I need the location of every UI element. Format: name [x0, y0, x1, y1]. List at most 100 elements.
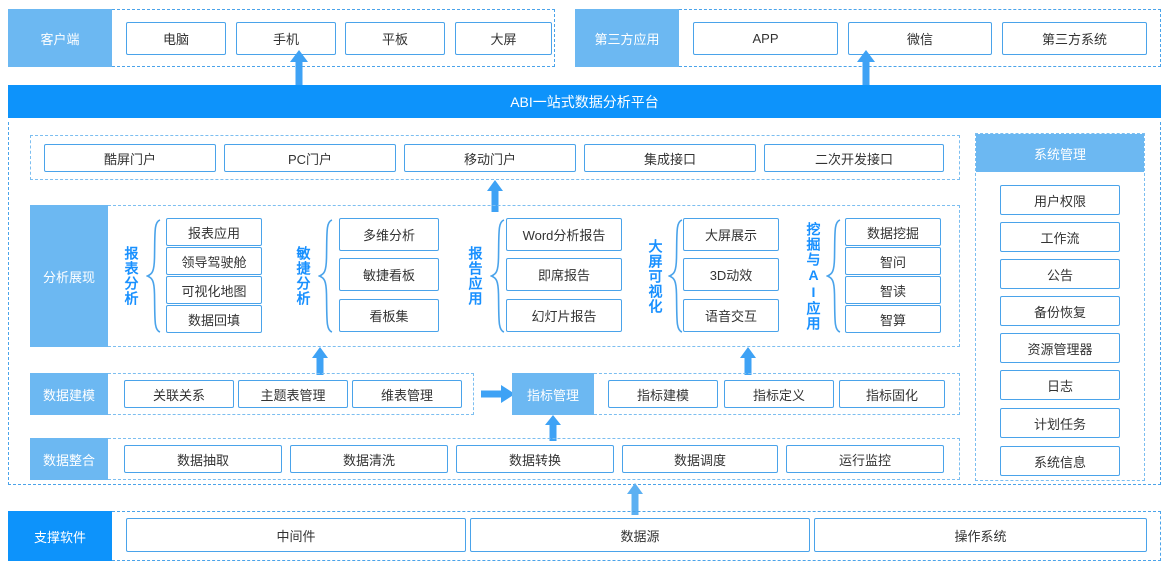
analysis-group-0-item-2[interactable]: 可视化地图: [166, 276, 262, 304]
client-item-0[interactable]: 电脑: [126, 22, 226, 55]
modeling-item-0[interactable]: 关联关系: [124, 380, 234, 408]
system-management-item-2[interactable]: 公告: [1000, 259, 1120, 289]
metric-management-container: [594, 373, 960, 415]
portal-item-2[interactable]: 移动门户: [404, 144, 576, 172]
metric-item-1[interactable]: 指标定义: [724, 380, 834, 408]
analysis-group-1-item-2-label: 看板集: [369, 309, 409, 324]
metric-item-0[interactable]: 指标建模: [608, 380, 718, 408]
third-party-item-0[interactable]: APP: [693, 22, 838, 55]
analysis-group-1-item-1-label: 敏捷看板: [362, 268, 415, 283]
client-item-3[interactable]: 大屏: [455, 22, 552, 55]
third-party-item-2[interactable]: 第三方系统: [1002, 22, 1147, 55]
portal-item-3-label: 集成接口: [643, 151, 696, 167]
portal-item-1[interactable]: PC门户: [224, 144, 396, 172]
analysis-group-4-item-0-label: 数据挖掘: [866, 225, 919, 241]
support-row-label: 支撑软件: [8, 511, 112, 561]
analysis-group-0-label-text: 报表分析: [123, 246, 140, 306]
system-management-item-6[interactable]: 计划任务: [1000, 408, 1120, 438]
analysis-group-3-item-1[interactable]: 3D动效: [683, 258, 779, 291]
integration-item-4-label: 运行监控: [838, 452, 891, 468]
analysis-group-0-label: 报表分析: [122, 222, 140, 330]
integration-layer-container: [108, 438, 960, 480]
modeling-item-0-label: 关联关系: [152, 387, 205, 403]
support-item-0-label: 中间件: [276, 528, 316, 544]
platform-banner: ABI一站式数据分析平台: [8, 85, 1161, 118]
analysis-group-0-brace: [146, 219, 161, 333]
arrow-up-to-portal: [487, 180, 503, 212]
system-management-item-4[interactable]: 资源管理器: [1000, 333, 1120, 363]
portal-item-2-label: 移动门户: [463, 151, 516, 167]
client-item-1[interactable]: 手机: [236, 22, 336, 55]
analysis-group-3-item-2[interactable]: 语音交互: [683, 299, 779, 332]
analysis-group-4-item-2[interactable]: 智读: [845, 276, 941, 304]
third-party-row-label-text: 第三方应用: [594, 31, 660, 47]
analysis-layer-label-text: 分析展现: [42, 269, 95, 285]
system-management-item-3[interactable]: 备份恢复: [1000, 296, 1120, 326]
third-party-item-2-label: 第三方系统: [1041, 32, 1107, 47]
analysis-group-4-item-1[interactable]: 智问: [845, 247, 941, 275]
support-item-2[interactable]: 操作系统: [814, 518, 1147, 552]
metric-management-label: 指标管理: [512, 373, 594, 415]
analysis-group-0-item-1[interactable]: 领导驾驶舱: [166, 247, 262, 275]
portal-item-4[interactable]: 二次开发接口: [764, 144, 944, 172]
integration-item-3[interactable]: 数据调度: [622, 445, 778, 473]
analysis-group-0-item-0-label: 报表应用: [187, 225, 240, 241]
system-management-item-5[interactable]: 日志: [1000, 370, 1120, 400]
analysis-group-0-item-1-label: 领导驾驶舱: [181, 254, 247, 270]
analysis-group-0-item-3[interactable]: 数据回填: [166, 305, 262, 333]
integration-item-0[interactable]: 数据抽取: [124, 445, 282, 473]
analysis-group-2-item-1[interactable]: 即席报告: [506, 258, 622, 291]
modeling-item-2[interactable]: 维表管理: [352, 380, 462, 408]
modeling-item-1[interactable]: 主题表管理: [238, 380, 348, 408]
analysis-group-1-item-0-label: 多维分析: [362, 228, 415, 243]
integration-item-1[interactable]: 数据清洗: [290, 445, 448, 473]
integration-layer-label-text: 数据整合: [42, 452, 95, 468]
analysis-group-0-item-0[interactable]: 报表应用: [166, 218, 262, 246]
system-management-item-3-label: 备份恢复: [1033, 304, 1086, 320]
analysis-group-4-item-0[interactable]: 数据挖掘: [845, 218, 941, 246]
client-item-3-label: 大屏: [490, 32, 517, 47]
support-item-0[interactable]: 中间件: [126, 518, 466, 552]
platform-body-container: [8, 122, 1161, 485]
system-management-item-2-label: 公告: [1046, 267, 1073, 283]
analysis-group-1-item-1[interactable]: 敏捷看板: [339, 258, 439, 291]
support-item-1[interactable]: 数据源: [470, 518, 810, 552]
support-row-label-text: 支撑软件: [33, 529, 86, 545]
portal-item-0[interactable]: 酷屏门户: [44, 144, 216, 172]
analysis-group-3-item-2-label: 语音交互: [704, 309, 757, 324]
system-management-item-7[interactable]: 系统信息: [1000, 446, 1120, 476]
analysis-group-1-item-0[interactable]: 多维分析: [339, 218, 439, 251]
integration-item-0-label: 数据抽取: [176, 452, 229, 468]
modeling-item-2-label: 维表管理: [380, 387, 433, 403]
system-management-item-6-label: 计划任务: [1033, 416, 1086, 432]
analysis-group-1-label: 敏捷分析: [294, 226, 312, 326]
client-row-label-text: 客户端: [40, 31, 80, 47]
analysis-group-4-item-3[interactable]: 智算: [845, 305, 941, 333]
system-management-item-1[interactable]: 工作流: [1000, 222, 1120, 252]
third-party-item-1[interactable]: 微信: [848, 22, 992, 55]
portal-item-4-label: 二次开发接口: [814, 151, 893, 167]
analysis-group-3-item-0[interactable]: 大屏展示: [683, 218, 779, 251]
system-management-item-0[interactable]: 用户权限: [1000, 185, 1120, 215]
integration-item-2[interactable]: 数据转换: [456, 445, 614, 473]
analysis-group-2-label: 报告应用: [466, 226, 484, 326]
integration-item-4[interactable]: 运行监控: [786, 445, 944, 473]
arrow-up-to-metric: [545, 415, 561, 441]
portal-item-3[interactable]: 集成接口: [584, 144, 756, 172]
analysis-group-3-label-text: 大屏可视化: [647, 238, 664, 314]
third-party-item-1-label: 微信: [906, 32, 933, 47]
arrow-right-to-metric: [481, 385, 515, 403]
client-item-0-label: 电脑: [162, 32, 189, 47]
metric-item-2[interactable]: 指标固化: [839, 380, 945, 408]
system-management-item-5-label: 日志: [1046, 378, 1073, 394]
analysis-group-3-brace: [668, 219, 683, 333]
support-row-container: [112, 511, 1161, 561]
analysis-group-1-item-2[interactable]: 看板集: [339, 299, 439, 332]
client-item-2[interactable]: 平板: [345, 22, 445, 55]
analysis-group-2-item-0[interactable]: Word分析报告: [506, 218, 622, 251]
metric-item-1-label: 指标定义: [752, 387, 805, 403]
analysis-group-2-item-2[interactable]: 幻灯片报告: [506, 299, 622, 332]
integration-layer-label: 数据整合: [30, 438, 108, 480]
third-party-row-container: [679, 9, 1161, 67]
system-management-item-7-label: 系统信息: [1033, 454, 1086, 470]
